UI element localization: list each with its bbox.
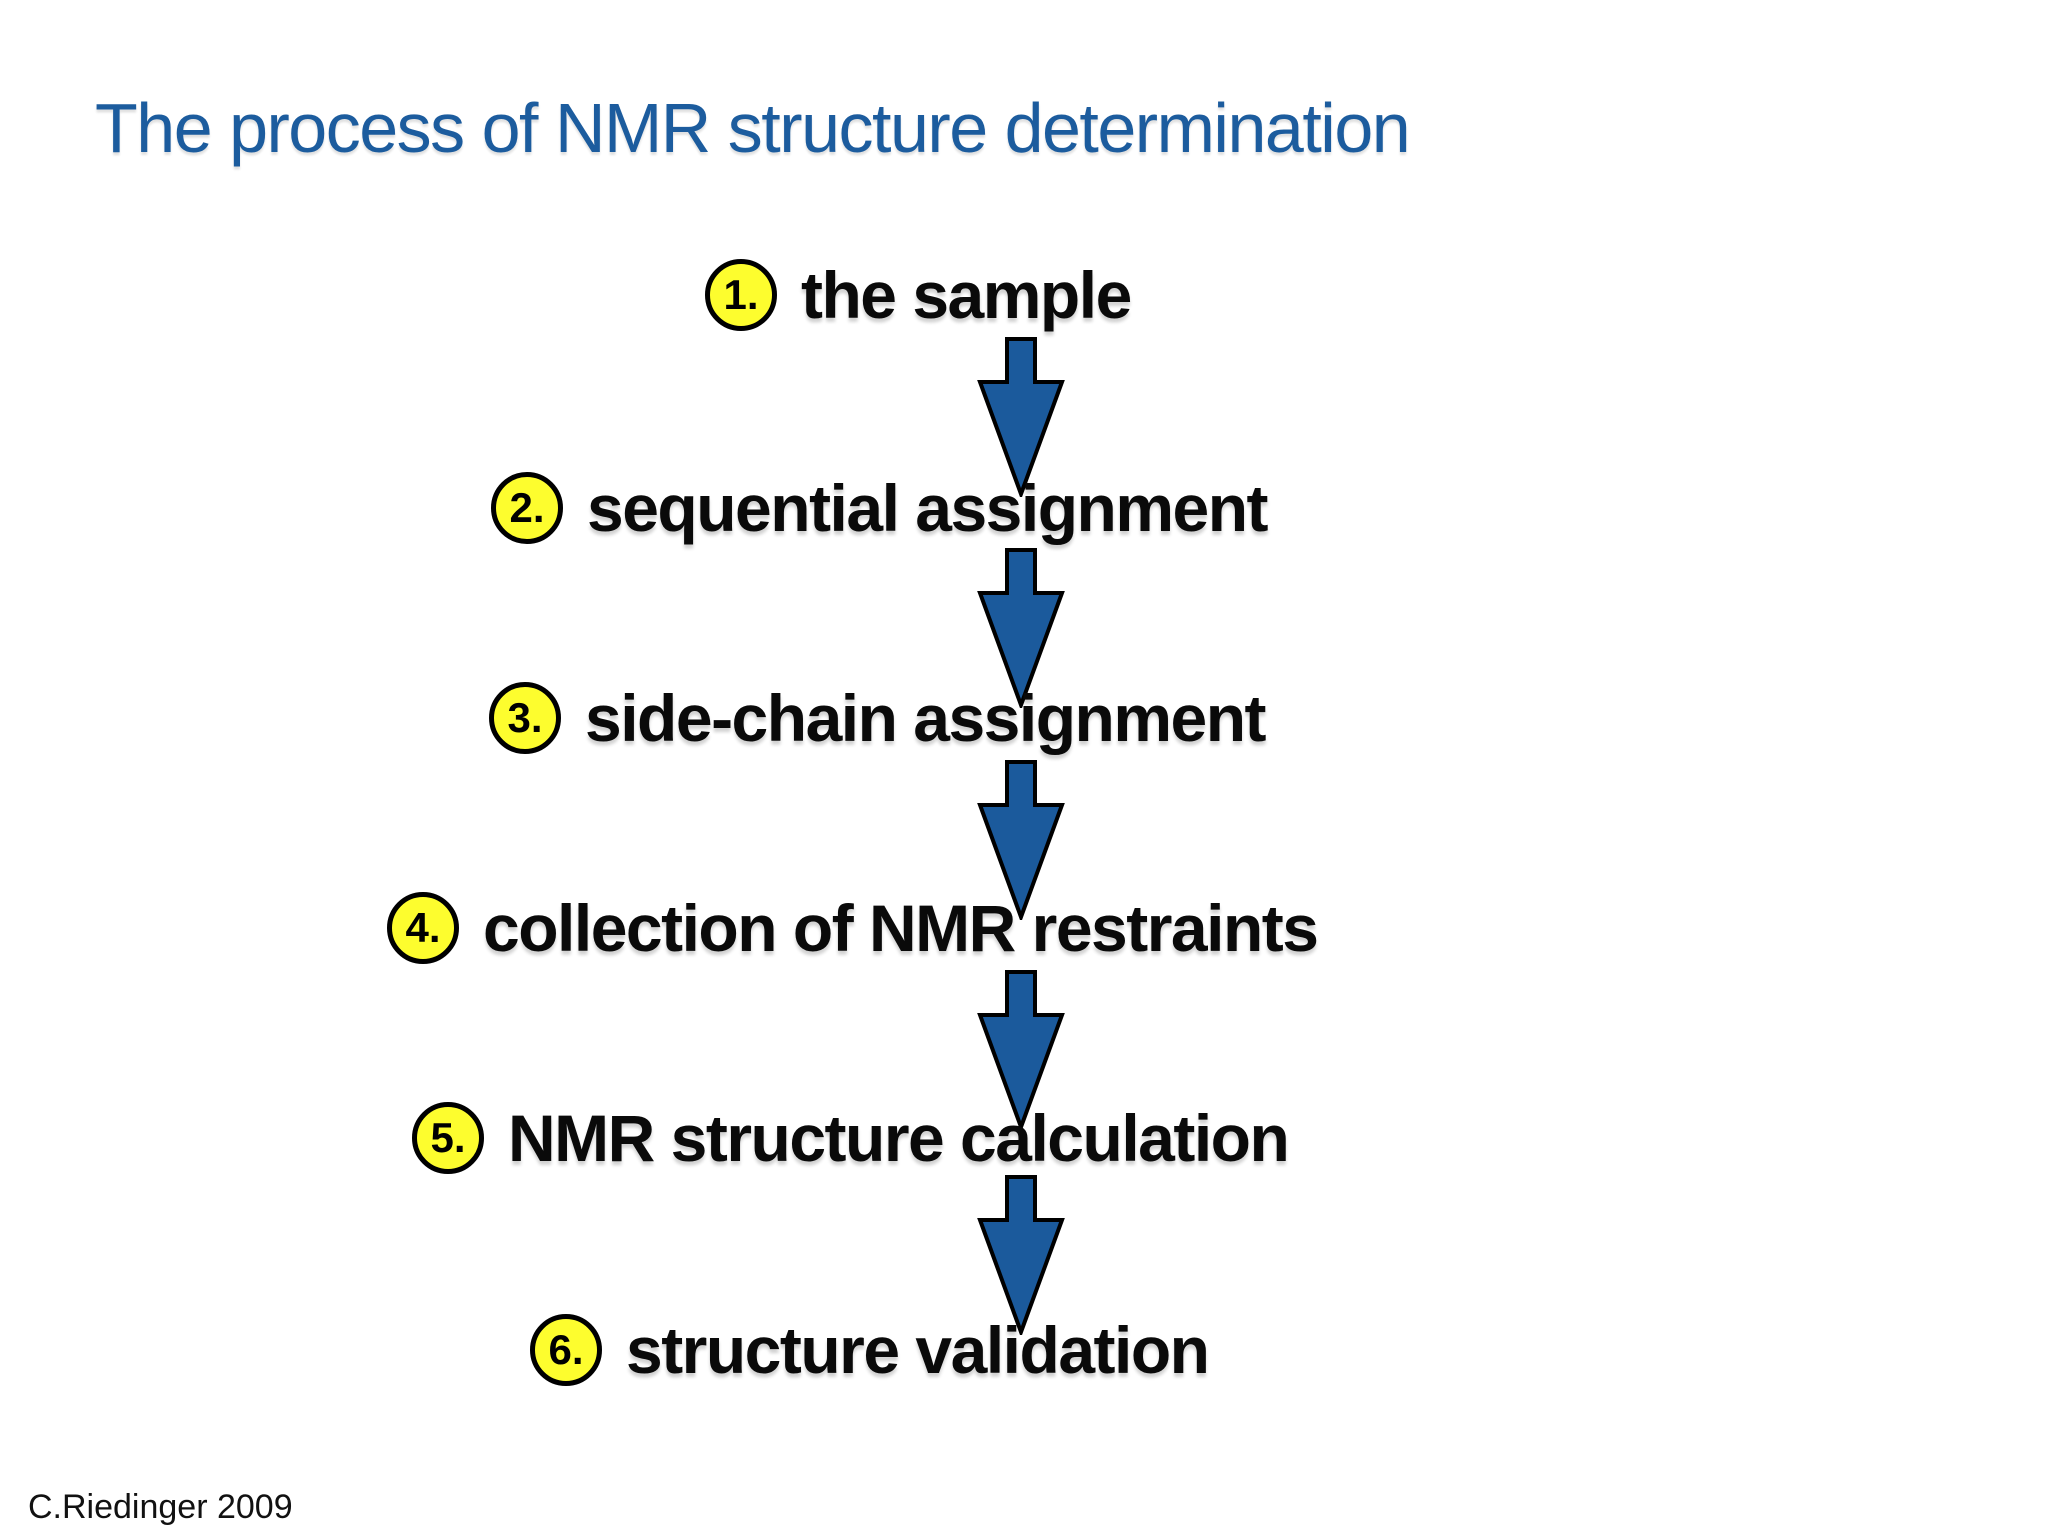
step-2-label: sequential assignment	[587, 471, 1269, 545]
step-2-number-badge: 2.	[491, 472, 563, 544]
down-arrow-icon	[977, 1175, 1065, 1335]
step-3: 3. side-chain assignment	[489, 668, 1267, 768]
step-1-label: the sample	[801, 258, 1132, 332]
step-1-number-badge: 1.	[705, 259, 777, 331]
step-4: 4. collection of NMR restraints	[387, 878, 1319, 978]
step-3-label: side-chain assignment	[585, 681, 1267, 755]
step-6-number-badge: 6.	[530, 1314, 602, 1386]
step-5-label: NMR structure calculation	[508, 1101, 1290, 1175]
down-arrow-icon	[977, 970, 1065, 1130]
step-2: 2. sequential assignment	[491, 458, 1269, 558]
step-4-number-badge: 4.	[387, 892, 459, 964]
down-arrow-icon	[977, 548, 1065, 708]
down-arrow-icon	[977, 760, 1065, 920]
step-6-label: structure validation	[626, 1313, 1210, 1387]
step-3-number-badge: 3.	[489, 682, 561, 754]
step-6: 6. structure validation	[530, 1300, 1210, 1400]
step-1: 1. the sample	[705, 245, 1132, 345]
step-5: 5. NMR structure calculation	[412, 1088, 1290, 1188]
page-title: The process of NMR structure determinati…	[95, 89, 1411, 167]
down-arrow-icon	[977, 337, 1065, 497]
step-4-label: collection of NMR restraints	[483, 891, 1319, 965]
step-5-number-badge: 5.	[412, 1102, 484, 1174]
attribution: C.Riedinger 2009	[28, 1488, 293, 1526]
